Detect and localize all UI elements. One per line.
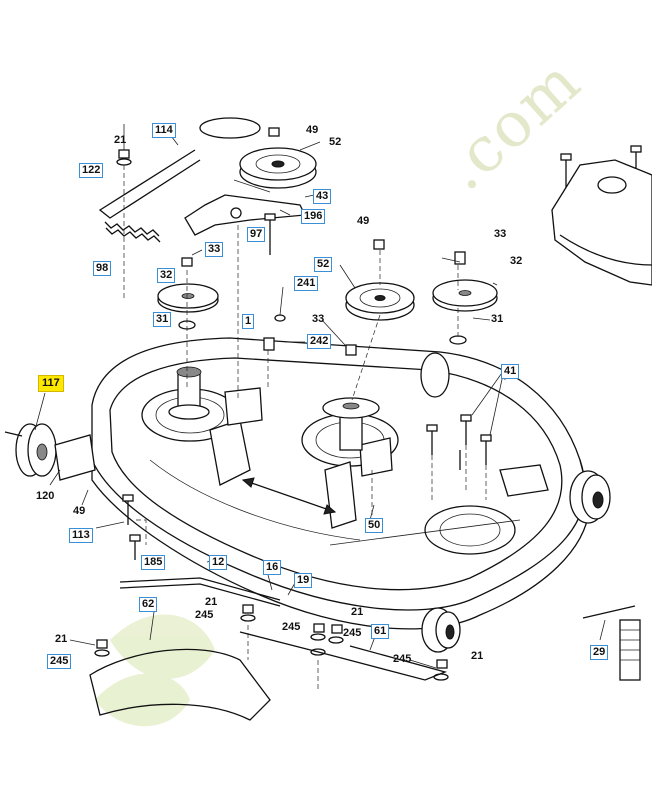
callout-241: 241	[294, 276, 319, 291]
callout-41: 41	[501, 364, 520, 379]
callout-21-mid: 21	[205, 596, 218, 608]
gauge-wheel-rear-left	[420, 352, 450, 398]
link-61	[239, 631, 448, 681]
callout-32-right: 32	[510, 255, 523, 267]
pin-29	[582, 605, 641, 681]
callout-32-left: 32	[157, 268, 176, 283]
pulley-52-top	[239, 147, 317, 189]
callout-12: 12	[209, 555, 228, 570]
pulley-52-center	[345, 282, 415, 321]
callout-113: 113	[69, 528, 93, 543]
pulley-32-left	[157, 283, 219, 313]
callout-245-bottom-left: 245	[47, 654, 72, 669]
callout-62: 62	[139, 597, 158, 612]
callout-29: 29	[590, 645, 609, 660]
callout-19: 19	[294, 573, 313, 588]
callout-185: 185	[141, 555, 166, 570]
spindle-left	[168, 366, 210, 420]
callout-31-left: 31	[153, 312, 172, 327]
belt-guard-62	[89, 648, 271, 721]
callout-245-right: 245	[393, 653, 412, 665]
wheel-bracket	[54, 434, 96, 481]
callout-122: 122	[79, 163, 104, 178]
callout-21-top: 21	[114, 134, 127, 146]
callout-117: 117	[38, 375, 64, 392]
gauge-wheel-right	[569, 470, 611, 524]
pulley-top-partial	[199, 117, 261, 139]
watermark-leaf-logo	[95, 614, 215, 727]
pulley-32-right	[432, 279, 498, 312]
callout-43: 43	[313, 189, 332, 204]
callout-21-center-bottom: 21	[351, 606, 364, 618]
callout-245-mid: 245	[195, 609, 214, 621]
callout-33-center: 33	[312, 313, 325, 325]
callout-98: 98	[93, 261, 112, 276]
callout-33-right: 33	[494, 228, 507, 240]
callout-97: 97	[247, 227, 266, 242]
callout-242: 242	[307, 334, 332, 349]
rod-114	[98, 149, 201, 219]
callout-21-right: 21	[471, 650, 484, 662]
callout-245-center-b: 245	[343, 627, 362, 639]
callout-1: 1	[242, 314, 255, 329]
spindle-center	[322, 397, 380, 451]
callout-114: 114	[152, 123, 176, 138]
callout-196: 196	[301, 209, 326, 224]
callout-49-left: 49	[73, 505, 86, 517]
gauge-wheel-117	[4, 423, 57, 477]
callout-61: 61	[371, 624, 390, 639]
belt-direction-arrow	[241, 477, 337, 515]
callout-52-top: 52	[329, 136, 342, 148]
gauge-wheel-front	[421, 607, 461, 653]
callout-49-top: 49	[306, 124, 319, 136]
callout-49-center: 49	[357, 215, 370, 227]
hardware-bolts	[122, 145, 642, 560]
callout-50: 50	[365, 518, 384, 533]
tractor-body-fragment	[551, 159, 652, 286]
callout-120: 120	[36, 490, 55, 502]
link-rod-12	[119, 577, 281, 607]
callout-21-bottom-left: 21	[55, 633, 68, 645]
callout-245-center-a: 245	[282, 621, 301, 633]
callout-33-left: 33	[205, 242, 224, 257]
callout-52-center: 52	[314, 257, 333, 272]
callout-31-right: 31	[491, 313, 504, 325]
callout-16: 16	[263, 560, 282, 575]
spring-98	[104, 221, 161, 243]
idler-arm-bracket	[184, 194, 307, 236]
